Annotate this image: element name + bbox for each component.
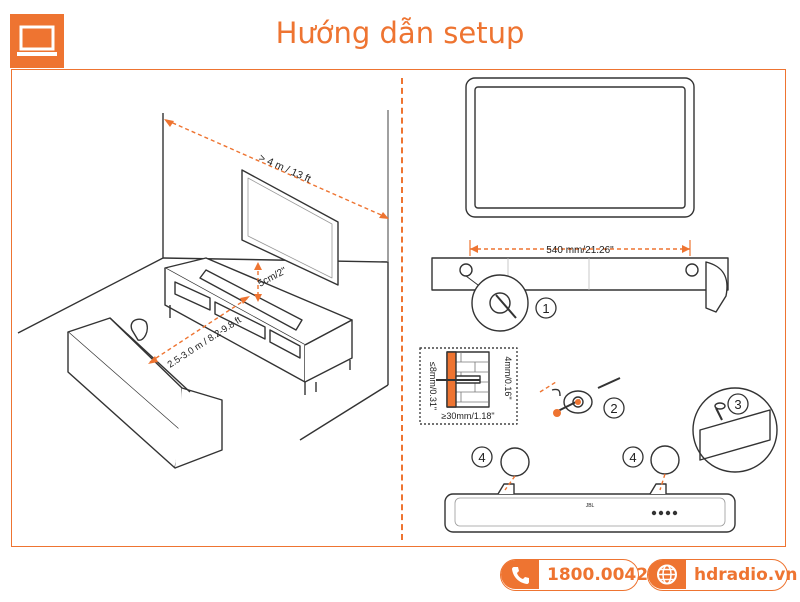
panel-divider <box>401 78 403 540</box>
step-3-bracket <box>692 387 778 473</box>
drill-detail <box>419 347 518 425</box>
soundbar-front <box>444 483 736 533</box>
sofa <box>67 317 223 469</box>
step-2-badge <box>603 397 625 419</box>
step-4-left-badge <box>471 446 493 468</box>
template-hole-right <box>685 263 699 277</box>
logo <box>10 14 64 68</box>
step-1-pencil <box>495 294 517 319</box>
step-2-guide <box>539 381 557 393</box>
page-title: Hướng dẫn setup <box>275 16 525 50</box>
step-3-number: 3 <box>734 397 741 412</box>
phone-number: 1800.0042 <box>547 565 649 585</box>
wall-gap-label: 4mm/0.16" <box>503 356 513 399</box>
step-4-right-badge <box>622 446 644 468</box>
bracket-distance-label: 540 mm/21.26" <box>546 245 614 256</box>
hole-diameter-label: ≤8mm/0.31" <box>428 362 438 410</box>
step-4-right-number: 4 <box>629 450 636 465</box>
website-pill[interactable]: hdradio.vn <box>647 559 797 591</box>
globe-icon <box>648 560 686 589</box>
hole-depth-label: ≥30mm/1.18" <box>441 411 494 421</box>
step-4-right-guide <box>659 473 666 491</box>
viewing-distance-dimension <box>149 297 249 363</box>
right-arrowheads <box>470 245 690 417</box>
step-1-magnifier <box>471 274 529 332</box>
phone-pill[interactable]: 1800.0042 <box>500 559 648 591</box>
step-3-badge <box>727 393 749 415</box>
template-hole-left <box>459 263 473 277</box>
soundbar-logo: JBL <box>586 503 595 509</box>
step-4-left-number: 4 <box>478 450 485 465</box>
website-link[interactable]: hdradio.vn <box>694 565 798 585</box>
step-4-left-detail <box>500 447 530 477</box>
step-1-badge <box>535 297 557 319</box>
step-4-right-detail <box>650 445 680 475</box>
room-right-corner <box>299 384 389 441</box>
step-1-hole <box>489 292 511 314</box>
tv-front <box>465 77 695 218</box>
viewer-head <box>130 318 148 341</box>
step-2-number: 2 <box>610 401 617 416</box>
dimension-arrowheads <box>148 119 389 364</box>
tv-on-wall <box>241 169 339 286</box>
soundbar-on-cabinet <box>199 269 303 331</box>
content-frame <box>11 69 786 547</box>
laptop-icon <box>17 25 57 56</box>
step-1-number: 1 <box>542 301 549 316</box>
phone-icon <box>501 560 539 589</box>
room-width-dimension <box>165 119 389 219</box>
step-4-left-guide <box>504 475 516 491</box>
